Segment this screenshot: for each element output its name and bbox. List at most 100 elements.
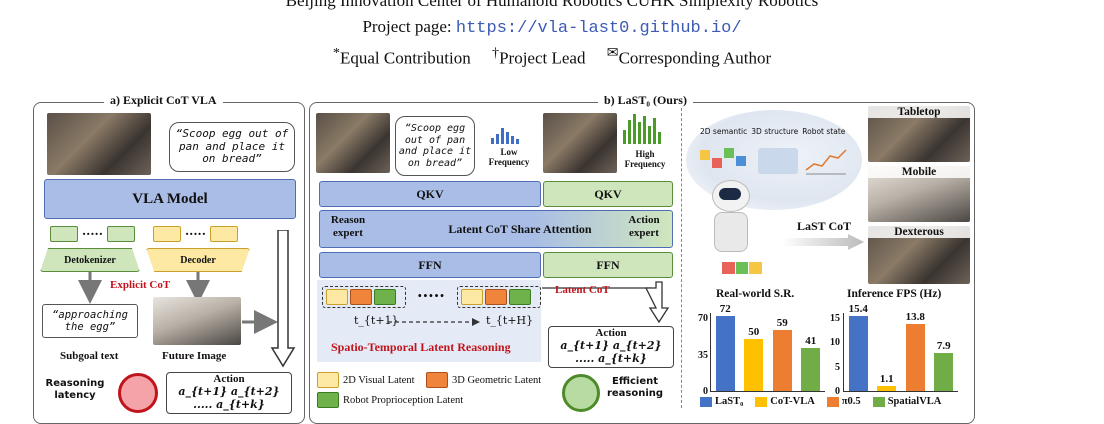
clock-icon — [118, 373, 158, 413]
legend-label-proprio: Robot Proprioception Latent — [343, 394, 464, 406]
chart-data-label: 15.4 — [848, 302, 868, 315]
action-title: Action — [595, 327, 627, 339]
project-page-link[interactable]: https://vla-last0.github.io/ — [455, 19, 742, 38]
share-attention-label: Latent CoT Share Attention — [448, 222, 592, 236]
high-frequency-icon — [623, 114, 661, 144]
last-cot-arrow — [782, 234, 864, 250]
legend-item-cotvla: CoT-VLA — [755, 396, 815, 407]
token-dots: ····· — [82, 227, 103, 241]
cube-icon — [700, 150, 710, 160]
chart-data-label: 59 — [776, 316, 788, 329]
geometric-latent-token — [485, 289, 507, 305]
legend-swatch — [872, 396, 885, 407]
image-token — [153, 226, 181, 242]
legend-text: CoT-VLA — [770, 396, 815, 407]
last0-instruction-bubble: “Scoop egg out of pan and place it on br… — [395, 116, 475, 176]
last0-title: b) LaST₀ (Ours) — [598, 93, 693, 108]
ffn-action-box: FFN — [543, 252, 673, 278]
image-token-group: ····· — [153, 226, 238, 242]
legend-item-last0: LaST₀ — [700, 396, 743, 407]
chart-data-label: 7.9 — [936, 339, 951, 352]
vla-model-box: VLA Model — [44, 179, 296, 219]
legend-swatch-geometric — [426, 372, 448, 388]
legend-proprio: Robot Proprioception Latent — [317, 392, 463, 408]
time-arrow — [388, 318, 480, 326]
latent-dots: ····· — [417, 286, 445, 305]
text-token — [50, 226, 78, 242]
chart-sr-title: Real-world S.R. — [716, 288, 795, 300]
latent-cot-arrow — [542, 281, 670, 324]
last0-scene-image-2 — [543, 113, 617, 173]
humanoid-robot — [700, 180, 760, 260]
legend-swatch — [700, 396, 712, 407]
chart-tick-label: 35 — [698, 349, 708, 361]
chart-tick-label: 5 — [835, 361, 840, 373]
chart-sr-yaxis: 0 35 70 — [688, 313, 708, 397]
qkv-action-box: QKV — [543, 181, 673, 207]
last-cot-label: LaST CoT — [797, 219, 852, 233]
explicit-cot-label: Explicit CoT — [110, 279, 171, 291]
block-icon — [749, 262, 763, 274]
chart-bar — [905, 323, 925, 391]
equal-contribution: Equal Contribution — [339, 48, 471, 68]
cot-tags: 2D semantic 3D structure Robot state — [700, 127, 845, 136]
latent-token-group-start — [322, 286, 406, 308]
token-dots: ····· — [185, 227, 206, 241]
visual-latent-token — [326, 289, 348, 305]
legend-text: LaST₀ — [715, 396, 744, 407]
shared-attention-box: Reason expert Latent CoT Share Attention… — [319, 210, 673, 248]
point-cloud-icon — [758, 148, 798, 174]
tabletop-label: Tabletop — [868, 106, 970, 118]
project-page-line: Project page: https://vla-last0.github.i… — [0, 17, 1104, 38]
subgoal-text-box: “approaching the egg” — [42, 304, 138, 338]
dexterous-label: Dexterous — [868, 226, 970, 238]
chart-bar — [772, 329, 792, 391]
cot-visuals — [700, 144, 850, 190]
legend-item-spatialvla: SpatialVLA — [872, 396, 941, 407]
chart-bar — [934, 352, 954, 391]
low-frequency-label: Low Frequency — [488, 147, 530, 167]
geometric-latent-token — [350, 289, 372, 305]
tag-robot-state: Robot state — [802, 127, 846, 136]
project-page-label: Project page: — [362, 17, 456, 36]
last0-scene-image — [316, 113, 390, 173]
stl-reasoning-label: Spatio-Temporal Latent Reasoning — [331, 340, 511, 354]
time-end-label: t_{t+H} — [486, 314, 534, 327]
chart-tick-label: 15 — [830, 312, 840, 324]
future-image — [153, 297, 241, 345]
block-icon — [722, 262, 735, 274]
chart-bar — [715, 316, 735, 391]
legend-geometric: 3D Geometric Latent — [426, 372, 541, 388]
latent-cot-label: Latent CoT — [555, 284, 610, 296]
chart-tick-label: 0 — [835, 386, 840, 397]
robot-scene-image — [47, 113, 151, 175]
detokenizer-box: Detokenizer — [40, 248, 140, 272]
cube-icon — [724, 148, 734, 158]
visual-latent-token — [461, 289, 483, 305]
cube-icon — [736, 156, 746, 166]
legend-label-visual: 2D Visual Latent — [343, 374, 415, 386]
legend-visual: 2D Visual Latent — [317, 372, 415, 388]
high-frequency-label: High Frequency — [624, 149, 666, 169]
chart-tick-label: 70 — [698, 313, 708, 325]
left-action-box: Action a_{t+1} a_{t+2} ..... a_{t+k} — [166, 372, 292, 414]
qkv-reason-box: QKV — [319, 181, 541, 207]
legend-swatch — [755, 396, 768, 407]
time-start-label: t_{t+1} — [354, 314, 399, 327]
project-lead: Project Lead — [499, 48, 586, 68]
chart-bar — [848, 315, 868, 391]
future-image-label: Future Image — [162, 350, 227, 362]
tag-2d-semantic: 2D semantic — [700, 127, 748, 136]
legend-label-geometric: 3D Geometric Latent — [452, 374, 542, 386]
chart-tick-label: 0 — [703, 386, 708, 397]
toy-blocks — [722, 262, 763, 274]
efficient-reasoning-label: Efficient reasoning — [606, 376, 664, 399]
proprio-latent-token — [509, 289, 531, 305]
legend-swatch-proprio — [317, 392, 339, 408]
affiliations: Beijing Innovation Center of Humanoid Ro… — [285, 0, 819, 10]
low-frequency-icon — [491, 128, 519, 144]
mobile-label: Mobile — [868, 166, 970, 178]
legend-swatch — [826, 396, 839, 407]
explicit-cot-title: a) Explicit CoT VLA — [104, 93, 223, 108]
text-token — [106, 226, 135, 242]
